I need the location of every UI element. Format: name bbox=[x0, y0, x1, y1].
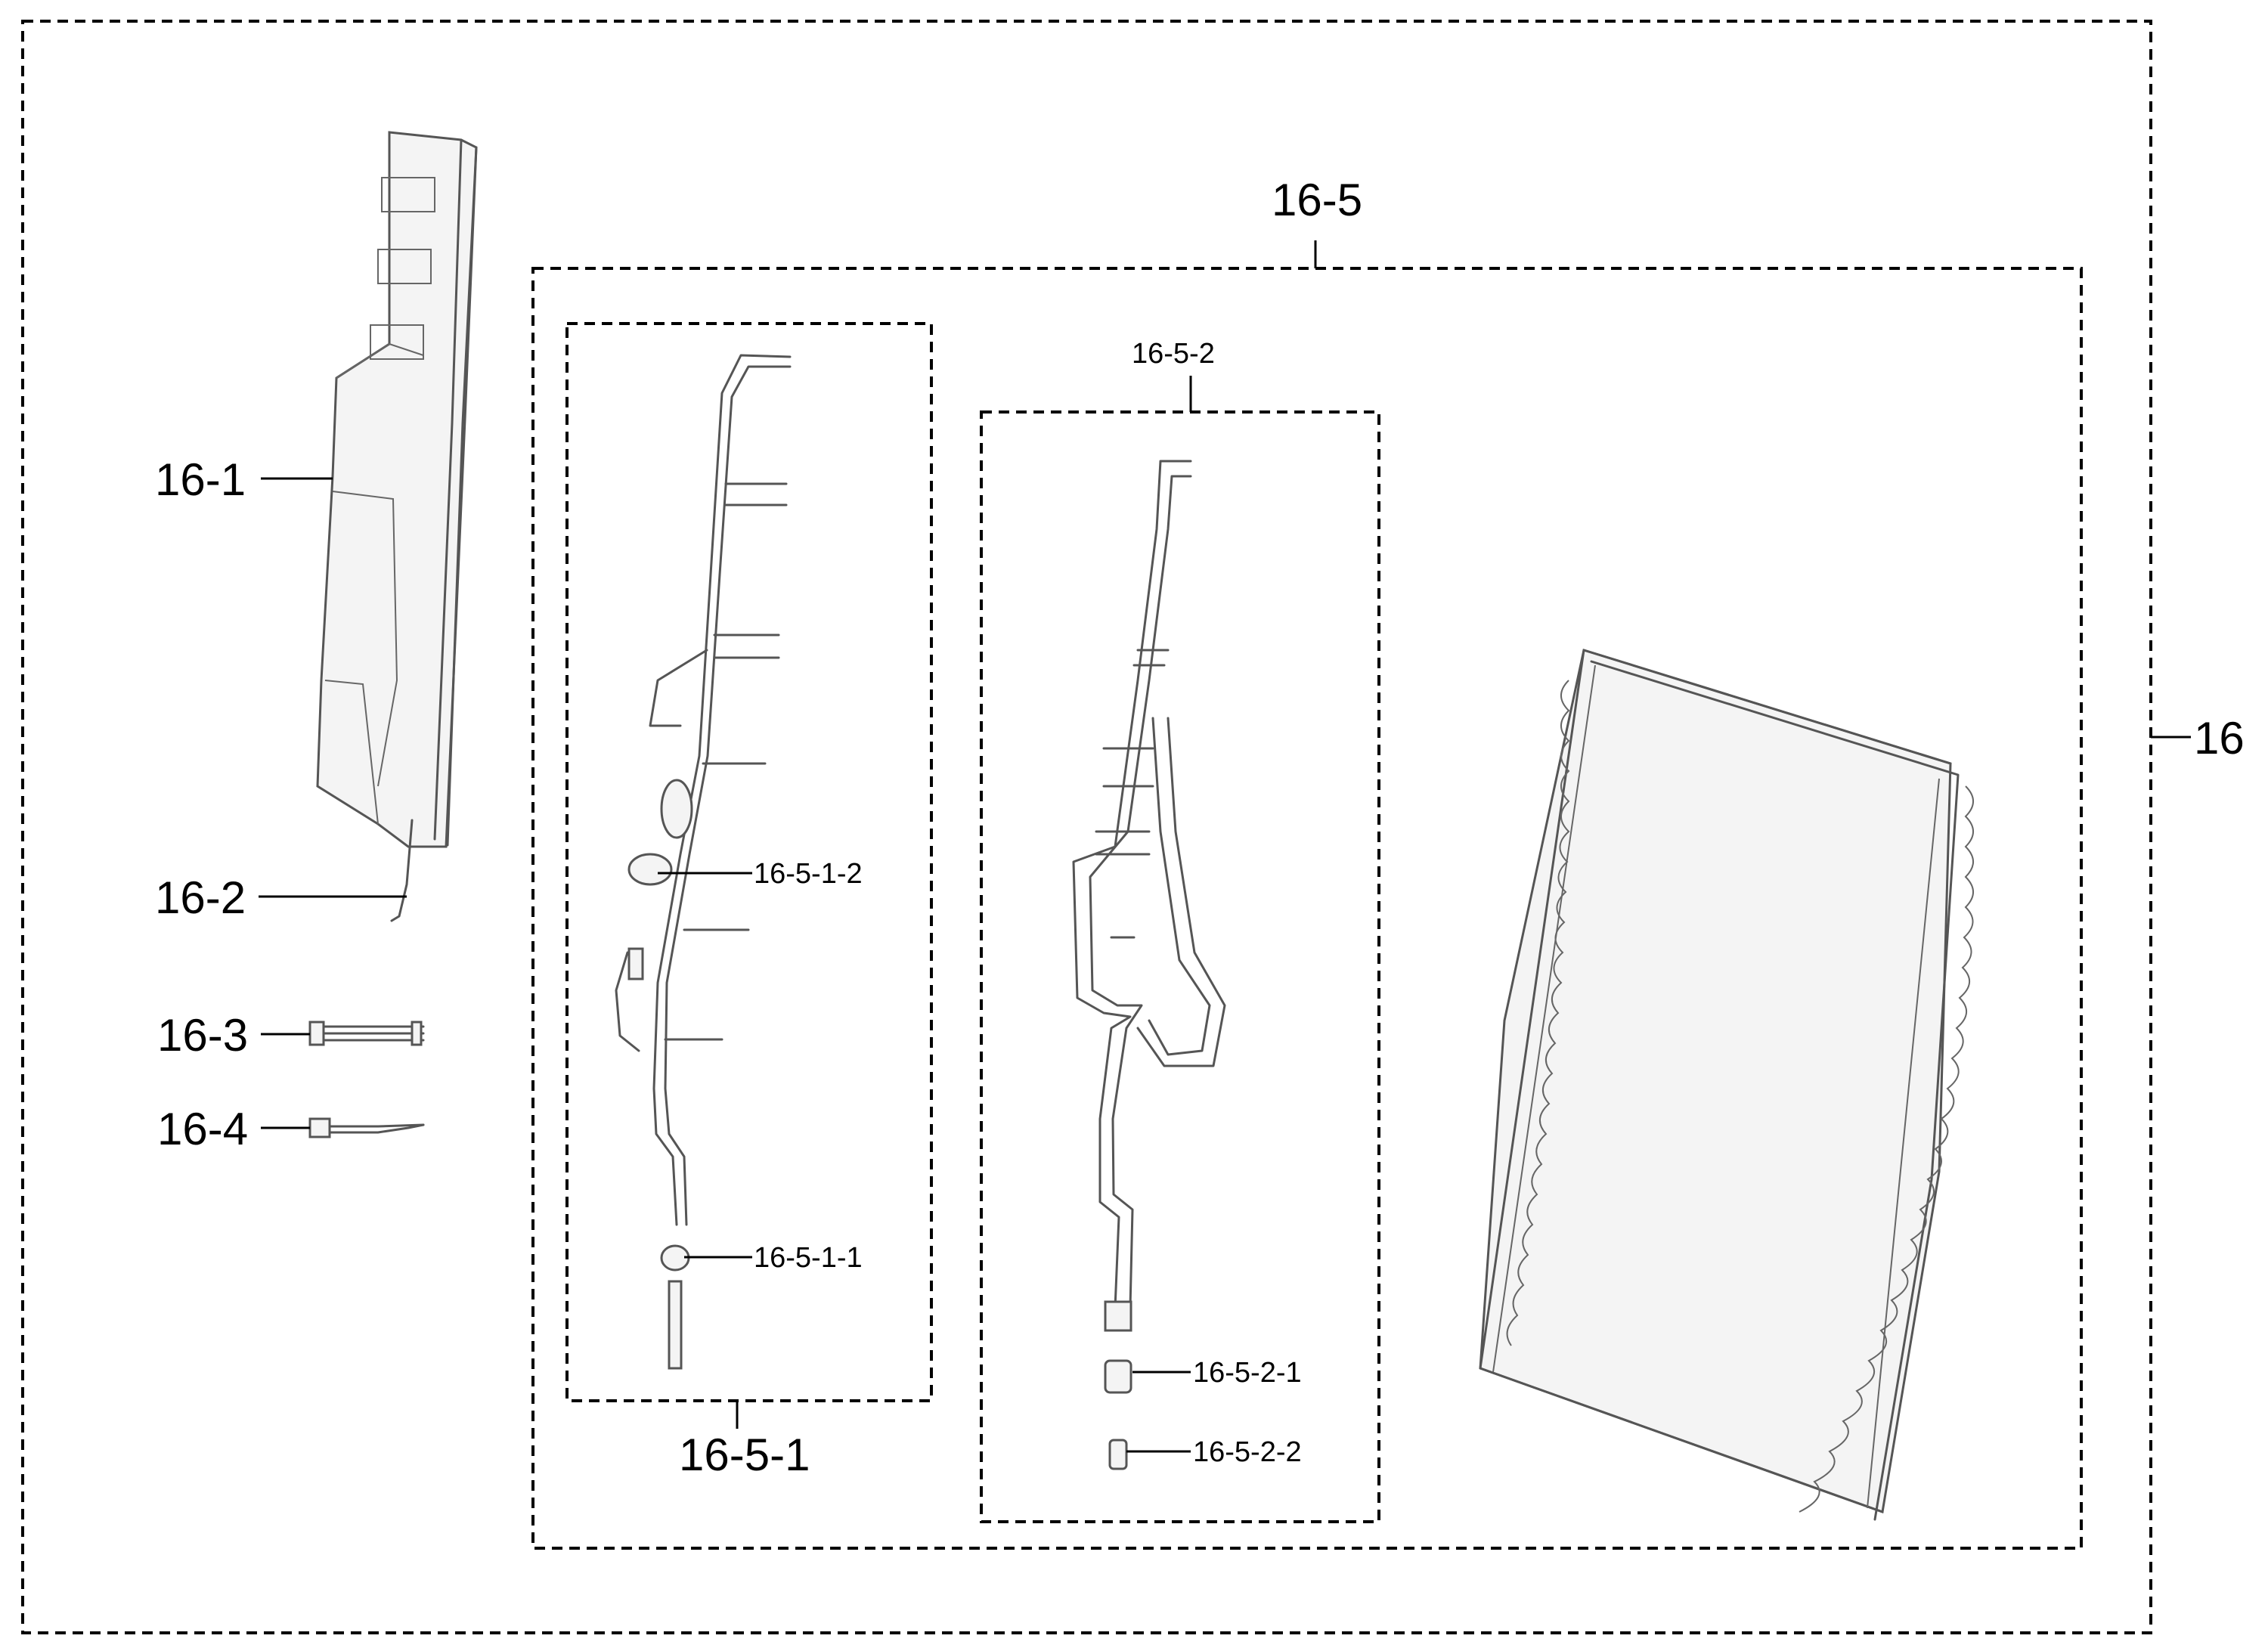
heat-exchanger-coil bbox=[1479, 649, 1974, 1521]
label-16-5-1-2: 16-5-1-2 bbox=[754, 858, 863, 890]
label-16-4: 16-4 bbox=[157, 1104, 248, 1154]
part-16-5-2-2-fitting bbox=[1108, 1439, 1128, 1470]
part-16-5-2-1-nut bbox=[1104, 1359, 1132, 1394]
label-16: 16 bbox=[2194, 713, 2245, 764]
assembly-16-5-1-box bbox=[565, 322, 933, 1402]
part-16-4-sensor bbox=[308, 1117, 425, 1138]
label-16-5-2-1: 16-5-2-1 bbox=[1193, 1357, 1302, 1389]
label-16-2: 16-2 bbox=[155, 872, 246, 923]
label-16-3: 16-3 bbox=[157, 1010, 248, 1061]
label-16-5-2-2: 16-5-2-2 bbox=[1193, 1436, 1302, 1468]
part-16-3-connector bbox=[308, 1021, 425, 1046]
assembly-16-box bbox=[21, 20, 2152, 1634]
part-16-5-2-pipe-assembly bbox=[1072, 460, 1226, 1470]
part-16-2-bracket bbox=[390, 819, 414, 922]
assembly-16-5-box bbox=[531, 267, 2083, 1550]
part-16-5-1-pipe-assembly bbox=[615, 354, 792, 1370]
label-16-5: 16-5 bbox=[1272, 175, 1362, 225]
label-16-5-1: 16-5-1 bbox=[679, 1430, 810, 1480]
label-16-5-2: 16-5-2 bbox=[1132, 338, 1215, 370]
label-16-1: 16-1 bbox=[155, 454, 246, 505]
label-16-5-1-1: 16-5-1-1 bbox=[754, 1242, 863, 1274]
assembly-16-5-2-box bbox=[980, 410, 1380, 1523]
part-16-1-panel bbox=[316, 131, 478, 848]
